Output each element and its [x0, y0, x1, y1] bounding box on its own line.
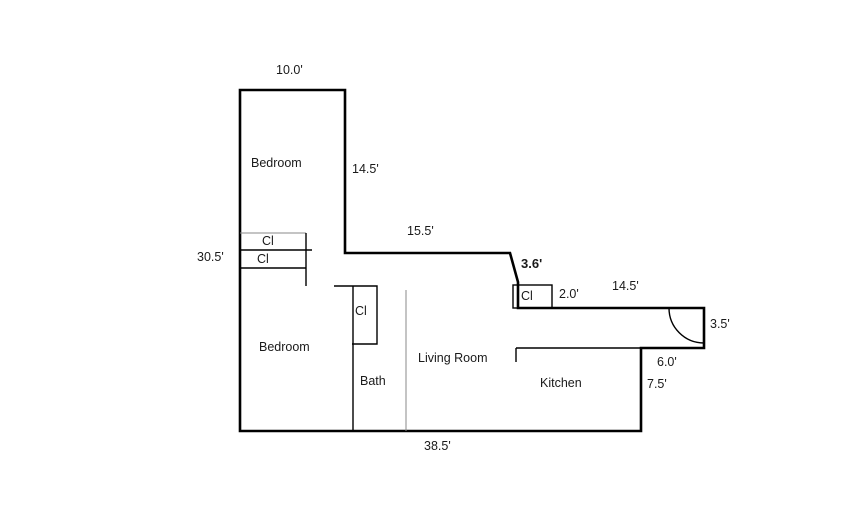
dim-kitchen-side: 7.5': [647, 377, 667, 391]
closet-label-4: Cl: [521, 289, 533, 303]
dim-kitchen-bottom: 6.0': [657, 355, 677, 369]
room-label-living-room: Living Room: [418, 351, 487, 365]
closet-label-1: Cl: [262, 234, 274, 248]
closet-label-2: Cl: [257, 252, 269, 266]
left-closets: [240, 232, 312, 286]
dim-kitchen-top: 14.5': [612, 279, 639, 293]
outer-wall: [238, 88, 706, 433]
kitchen-closet-box: [512, 284, 553, 309]
room-label-kitchen: Kitchen: [540, 376, 582, 390]
dim-bottom-width: 38.5': [424, 439, 451, 453]
bath-closet-outline: [334, 285, 378, 345]
dim-kitchen-end: 3.5': [710, 317, 730, 331]
closet-label-3: Cl: [355, 304, 367, 318]
dim-top-width: 10.0': [276, 63, 303, 77]
kitchen-counter: [515, 347, 641, 362]
room-label-bedroom-bottom: Bedroom: [259, 340, 310, 354]
room-label-bedroom-top: Bedroom: [251, 156, 302, 170]
bath-closet: [334, 285, 378, 345]
room-label-bath: Bath: [360, 374, 386, 388]
door-swing-arc: [668, 307, 705, 344]
dim-mid-top: 15.5': [407, 224, 434, 238]
dim-left-height: 30.5': [197, 250, 224, 264]
dim-diagonal: 3.6': [521, 256, 542, 271]
dim-bedroom-side: 14.5': [352, 162, 379, 176]
dim-closet-width: 2.0': [559, 287, 579, 301]
